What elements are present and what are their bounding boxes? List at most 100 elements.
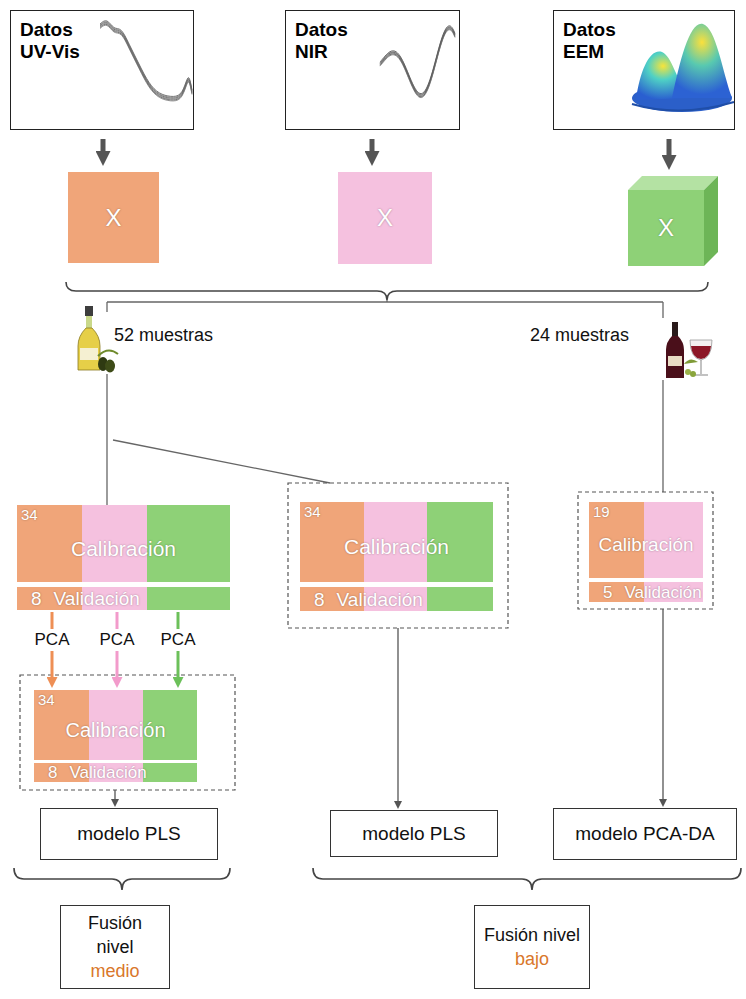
matrix-cube: X: [628, 176, 718, 266]
cube-face: [628, 190, 704, 266]
matrix-square: X: [338, 172, 432, 264]
fusion-label: Fusión nivel: [484, 923, 580, 947]
fusion-level: bajo: [515, 947, 549, 971]
tree-lines: [107, 300, 663, 505]
tree-lines: [662, 380, 663, 492]
uv-vis-spectrum: [100, 22, 192, 98]
edge-label: PCA: [98, 629, 137, 651]
olive-oil-icon: [80, 348, 98, 360]
nir-spectrum: [380, 30, 455, 98]
edge-label: PCA: [159, 629, 198, 651]
tree-lines: [662, 302, 663, 318]
uv-vis-spectrum: [100, 23, 192, 99]
olive-oil-icon: [98, 350, 118, 356]
connector-arrow: [114, 790, 115, 799]
block-label: Validación: [337, 590, 423, 609]
uv-vis-spectrum: [100, 23, 192, 99]
connector-arrow: [662, 609, 663, 799]
tree-lines: [106, 302, 107, 312]
wine-icon: [666, 336, 684, 378]
edge-label: PCA: [33, 629, 72, 651]
wine-icon: [666, 322, 712, 378]
model-name: modelo PLS: [362, 823, 466, 845]
uv-vis-spectrum: [100, 25, 192, 101]
matrix-square: X: [68, 172, 159, 263]
olive-oil-icon: [78, 306, 118, 373]
model-box: modelo PLS: [330, 810, 498, 857]
block-label: Calibración: [71, 537, 176, 561]
tree-lines: [107, 301, 663, 302]
wine-icon: [700, 360, 701, 374]
sample-count: 5: [603, 584, 612, 601]
validation-block: 5 Validación: [589, 582, 703, 602]
wine-icon: [684, 359, 698, 364]
uv-vis-spectrum: [100, 24, 192, 100]
cube-face: [628, 176, 718, 190]
model-name: modelo PLS: [77, 823, 181, 845]
validation-block: 8 Validación: [34, 763, 197, 782]
fusion-level: medio: [90, 959, 139, 983]
block-label: Calibración: [65, 719, 165, 742]
calibration-block: 34Calibración: [17, 505, 230, 582]
matrix-letter: X: [105, 204, 121, 232]
sample-count: 8: [314, 590, 325, 609]
wine-icon: [690, 340, 712, 360]
sample-count: 34: [21, 507, 38, 522]
wine-icon: [691, 346, 711, 359]
brace: [313, 868, 741, 890]
olive-oil-icon: [85, 306, 93, 316]
wine-icon: [694, 374, 708, 375]
fusion-level-box: Fusión nivelmedio: [60, 905, 170, 989]
sample-count: 8: [48, 764, 57, 781]
olive-oil-icon: [78, 328, 100, 370]
nir-spectrum: [380, 29, 455, 97]
brace: [14, 868, 230, 890]
data-source-box: Datos EEM: [553, 10, 735, 130]
calibration-block: 34Calibración: [300, 502, 493, 582]
model-name: modelo PCA-DA: [575, 823, 714, 845]
olive-oil-icon: [86, 316, 92, 328]
data-source-box: Datos UV-Vis: [10, 10, 194, 130]
sample-count-label: 24 muestras: [530, 325, 629, 346]
validation-block: 8 Validación: [17, 587, 230, 610]
connector-arrow: [667, 139, 672, 155]
tree-lines: [113, 440, 330, 483]
connector-arrow: [397, 628, 398, 801]
block-label: Validación: [69, 764, 146, 781]
dashed-group: [20, 675, 235, 790]
block-label: Calibración: [344, 535, 449, 559]
block-label: Validación: [54, 589, 140, 608]
calibration-block: 34Calibración: [34, 690, 197, 760]
cube-face: [704, 176, 718, 266]
wine-icon: [690, 371, 696, 377]
fusion-level-box: Fusión nivelbajo: [474, 905, 590, 989]
data-source-title: Datos NIR: [295, 19, 373, 63]
data-source-title: Datos UV-Vis: [20, 19, 98, 63]
model-box: modelo PCA-DA: [553, 808, 737, 860]
matrix-letter: X: [377, 204, 393, 232]
eem-surface: [672, 24, 732, 98]
fusion-label: Fusión nivel: [67, 911, 163, 960]
spectra-lines: [100, 21, 455, 101]
calibration-block: 19Calibración: [589, 502, 703, 578]
validation-block: 8 Validación: [300, 587, 493, 611]
dashed-group: [288, 483, 508, 628]
wine-icon: [668, 356, 682, 366]
data-source-title: Datos EEM: [563, 19, 641, 63]
nir-spectrum: [380, 28, 455, 96]
sample-count: 19: [593, 504, 610, 519]
connector-arrow: [101, 139, 106, 151]
tree-lines: [106, 374, 107, 505]
dashed-group: [578, 492, 713, 609]
sample-count: 8: [31, 589, 42, 608]
sample-count: 34: [304, 504, 321, 519]
connector-arrow: [370, 139, 375, 151]
block-label: Calibración: [598, 534, 693, 556]
model-box: modelo PLS: [40, 808, 218, 860]
sample-count-label: 52 muestras: [114, 325, 213, 346]
brace: [66, 282, 708, 300]
data-source-box: Datos NIR: [285, 10, 460, 130]
block-label: Validación: [624, 584, 701, 601]
olive-oil-icon: [105, 360, 115, 373]
